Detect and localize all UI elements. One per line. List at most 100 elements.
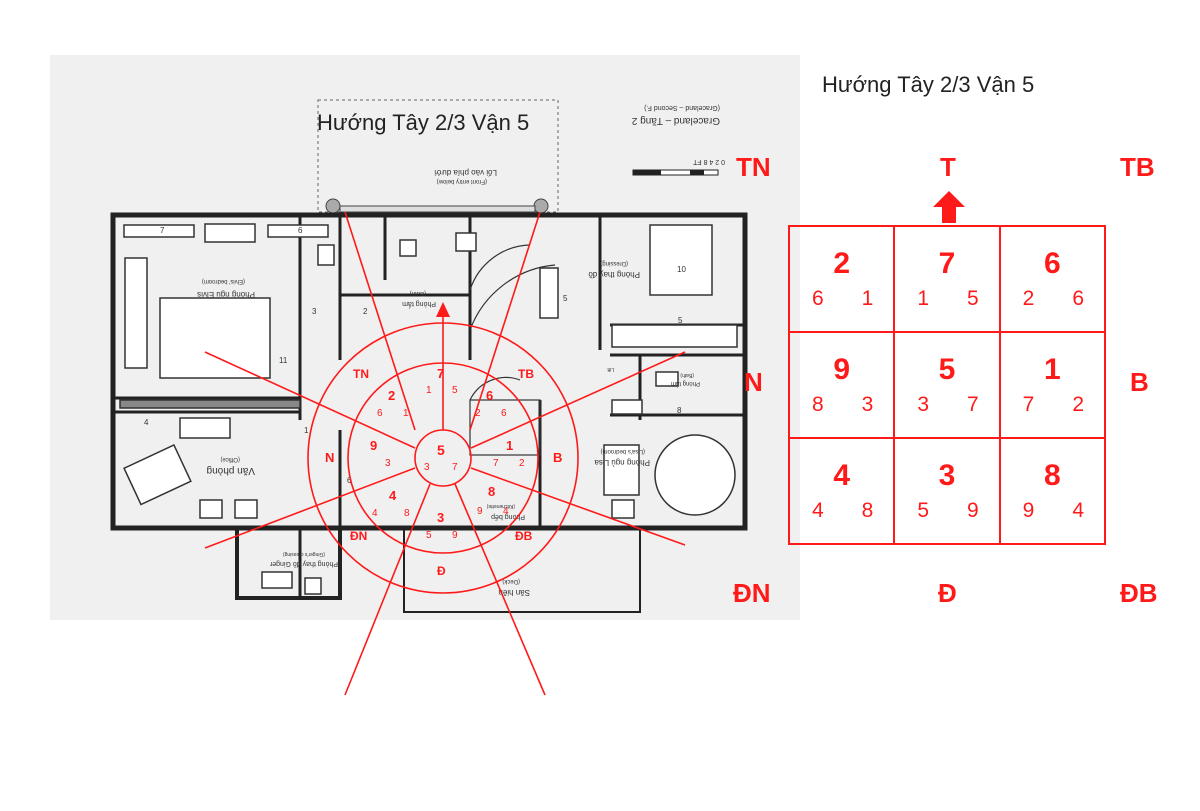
svg-text:(Graceland – Second F.): (Graceland – Second F.) (644, 104, 720, 111)
svg-text:6: 6 (486, 388, 493, 403)
svg-text:ĐN: ĐN (350, 529, 367, 543)
grid-cell-t: 7 1 5 (895, 227, 1001, 333)
room-number: 5 (563, 294, 568, 303)
svg-text:5: 5 (437, 442, 445, 458)
svg-text:(Office): (Office) (220, 456, 240, 462)
room-label-kitchen: Phòng bếp (491, 513, 525, 522)
svg-text:3: 3 (437, 510, 444, 525)
room-number: 4 (144, 418, 149, 427)
svg-text:2: 2 (388, 388, 395, 403)
room-label-bath: Phòng tắm (402, 300, 436, 309)
room-label-deck: Sân hiên (498, 588, 530, 597)
svg-text:(Dressing): (Dressing) (600, 260, 628, 266)
room-number: 8 (677, 406, 682, 415)
furniture (119, 223, 738, 595)
room-number: 3 (312, 307, 317, 316)
svg-text:(Front entry below): (Front entry below) (437, 178, 487, 184)
room-label-office: Văn phòng (207, 465, 255, 476)
svg-text:1: 1 (403, 408, 409, 419)
compass-labels: 5 3 7 7 1 5 2 6 1 TN 6 2 6 TB 9 3 N 1 7 … (325, 366, 562, 578)
svg-text:N: N (325, 450, 334, 465)
svg-text:TN: TN (353, 367, 369, 381)
room-label-elvis: Phòng ngủ Elvis (197, 290, 255, 299)
room-number: 2 (363, 307, 368, 316)
flying-star-grid: 2 6 1 7 1 5 6 2 6 9 8 3 5 3 7 1 7 2 4 4 … (788, 225, 1106, 545)
room-number: 5 (678, 316, 683, 325)
grid-cell-d: 3 5 9 (895, 439, 1001, 545)
svg-text:(Ginger's dressing): (Ginger's dressing) (283, 551, 325, 557)
room-number: 7 (160, 226, 165, 235)
svg-text:5: 5 (426, 530, 432, 541)
svg-text:3: 3 (424, 462, 430, 473)
svg-text:(Bath): (Bath) (410, 290, 426, 296)
direction-t: T (940, 152, 956, 182)
direction-tb: TB (1120, 152, 1155, 182)
room-labels: Phòng ngủ Elvis (Elvis' bedroom) Văn phò… (197, 104, 720, 597)
room-number: 1 (304, 426, 309, 435)
chart-title: Hướng Tây 2/3 Vận 5 (822, 72, 1035, 97)
entry-label: Lối vào phía dưới (434, 168, 497, 177)
grid-cell-b: 1 7 2 (1000, 333, 1106, 439)
svg-text:9: 9 (477, 506, 483, 517)
svg-text:7: 7 (437, 366, 444, 381)
svg-text:1: 1 (426, 385, 432, 396)
direction-db: ĐB (1120, 578, 1158, 608)
svg-text:0 2 4 8 FT: 0 2 4 8 FT (692, 158, 725, 165)
svg-text:(Kitchenette): (Kitchenette) (486, 503, 515, 509)
svg-text:TB: TB (518, 367, 534, 381)
grid-cell-tn: 2 6 1 (790, 227, 896, 333)
grid-cell-dn: 4 4 8 (790, 439, 896, 545)
svg-text:2: 2 (519, 458, 525, 469)
room-number: 10 (677, 265, 686, 274)
room-label-lisa: Phòng ngủ Lisa (594, 458, 650, 467)
svg-text:Đ: Đ (437, 564, 446, 578)
plan-title: Hướng Tây 2/3 Vận 5 (317, 110, 529, 135)
svg-text:2: 2 (475, 408, 481, 419)
room-label-bath2: Phòng tắm (671, 380, 700, 387)
room-label-ginger: Phòng thay đồ Ginger (269, 560, 338, 569)
svg-text:(Lisa's bedroom): (Lisa's bedroom) (601, 448, 646, 454)
svg-text:5: 5 (452, 385, 458, 396)
room-label-lift: Lift (607, 366, 614, 372)
svg-text:9: 9 (452, 530, 458, 541)
svg-text:7: 7 (493, 458, 499, 469)
grid-cell-db: 8 9 4 (1000, 439, 1106, 545)
svg-text:9: 9 (370, 438, 377, 453)
svg-text:8: 8 (488, 484, 495, 499)
room-number: 6 (347, 476, 352, 485)
svg-text:6: 6 (377, 408, 383, 419)
direction-b: B (1130, 367, 1149, 397)
direction-n: N (744, 367, 763, 397)
grid-cell-n: 9 8 3 (790, 333, 896, 439)
room-number: 11 (279, 356, 288, 365)
svg-text:ĐB: ĐB (515, 529, 533, 543)
bagua-compass (204, 211, 686, 696)
direction-tn: TN (736, 152, 771, 182)
arrow-up-icon (933, 191, 965, 223)
svg-text:3: 3 (385, 458, 391, 469)
floor-plan: 7 6 3 2 10 5 5 11 4 8 6 1 Phòng ngủ Elvi… (50, 55, 800, 696)
north-arrow-head (436, 302, 450, 317)
svg-text:(Bath): (Bath) (680, 372, 694, 378)
svg-text:7: 7 (452, 462, 458, 473)
svg-text:4: 4 (503, 506, 509, 517)
svg-text:6: 6 (501, 408, 507, 419)
direction-d: Đ (938, 578, 957, 608)
svg-text:1: 1 (506, 438, 513, 453)
grid-cell-center: 5 3 7 (895, 333, 1001, 439)
svg-text:B: B (553, 450, 562, 465)
entry-area (317, 99, 559, 213)
svg-text:(Elvis' bedroom): (Elvis' bedroom) (202, 278, 245, 284)
exterior-walls (110, 212, 748, 613)
svg-text:4: 4 (372, 508, 378, 519)
grid-cell-tb: 6 2 6 (1000, 227, 1106, 333)
svg-text:4: 4 (389, 488, 397, 503)
room-numbers: 7 6 3 2 10 5 5 11 4 8 6 1 (144, 226, 686, 485)
scale-bar: 0 2 4 8 FT (632, 158, 725, 176)
direction-dn: ĐN (733, 578, 771, 608)
plan-caption: Graceland – Tầng 2 (631, 115, 720, 127)
svg-text:(Deck): (Deck) (502, 578, 520, 584)
room-number: 6 (298, 226, 303, 235)
room-label-dressing: Phòng thay đồ (588, 270, 640, 279)
svg-text:8: 8 (404, 508, 410, 519)
